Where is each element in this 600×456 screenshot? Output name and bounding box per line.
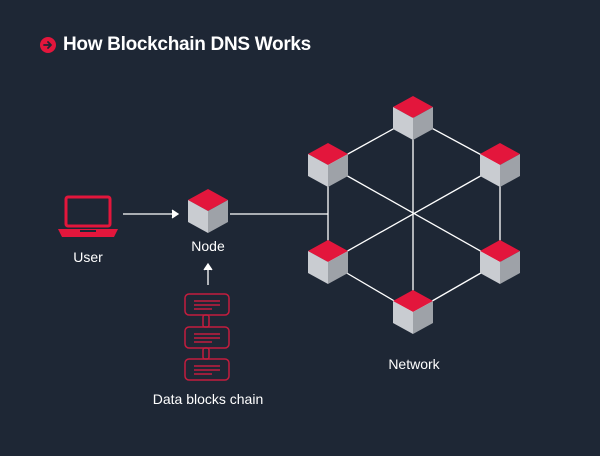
chain-label: Data blocks chain bbox=[153, 391, 264, 407]
network-node-top-left bbox=[308, 143, 348, 187]
network-edges bbox=[230, 117, 501, 313]
chain-to-node-arrow bbox=[203, 262, 213, 285]
arrow-right-circle-icon bbox=[40, 37, 56, 53]
linked-blocks-icon bbox=[184, 293, 230, 381]
cube-icon bbox=[188, 189, 228, 233]
network-node-bottom bbox=[393, 290, 433, 334]
network-node-top-right bbox=[480, 143, 520, 187]
network-node-bottom-right bbox=[480, 240, 520, 284]
node-label: Node bbox=[191, 238, 225, 254]
edge bbox=[327, 164, 501, 263]
user-label: User bbox=[73, 249, 103, 265]
diagram-title: How Blockchain DNS Works bbox=[40, 34, 311, 56]
network-node-bottom-left bbox=[308, 240, 348, 284]
laptop-icon bbox=[58, 195, 118, 237]
title-text: How Blockchain DNS Works bbox=[63, 34, 311, 55]
network-node-top bbox=[393, 96, 433, 140]
user-to-node-arrow bbox=[123, 209, 180, 219]
network-label: Network bbox=[388, 356, 440, 372]
